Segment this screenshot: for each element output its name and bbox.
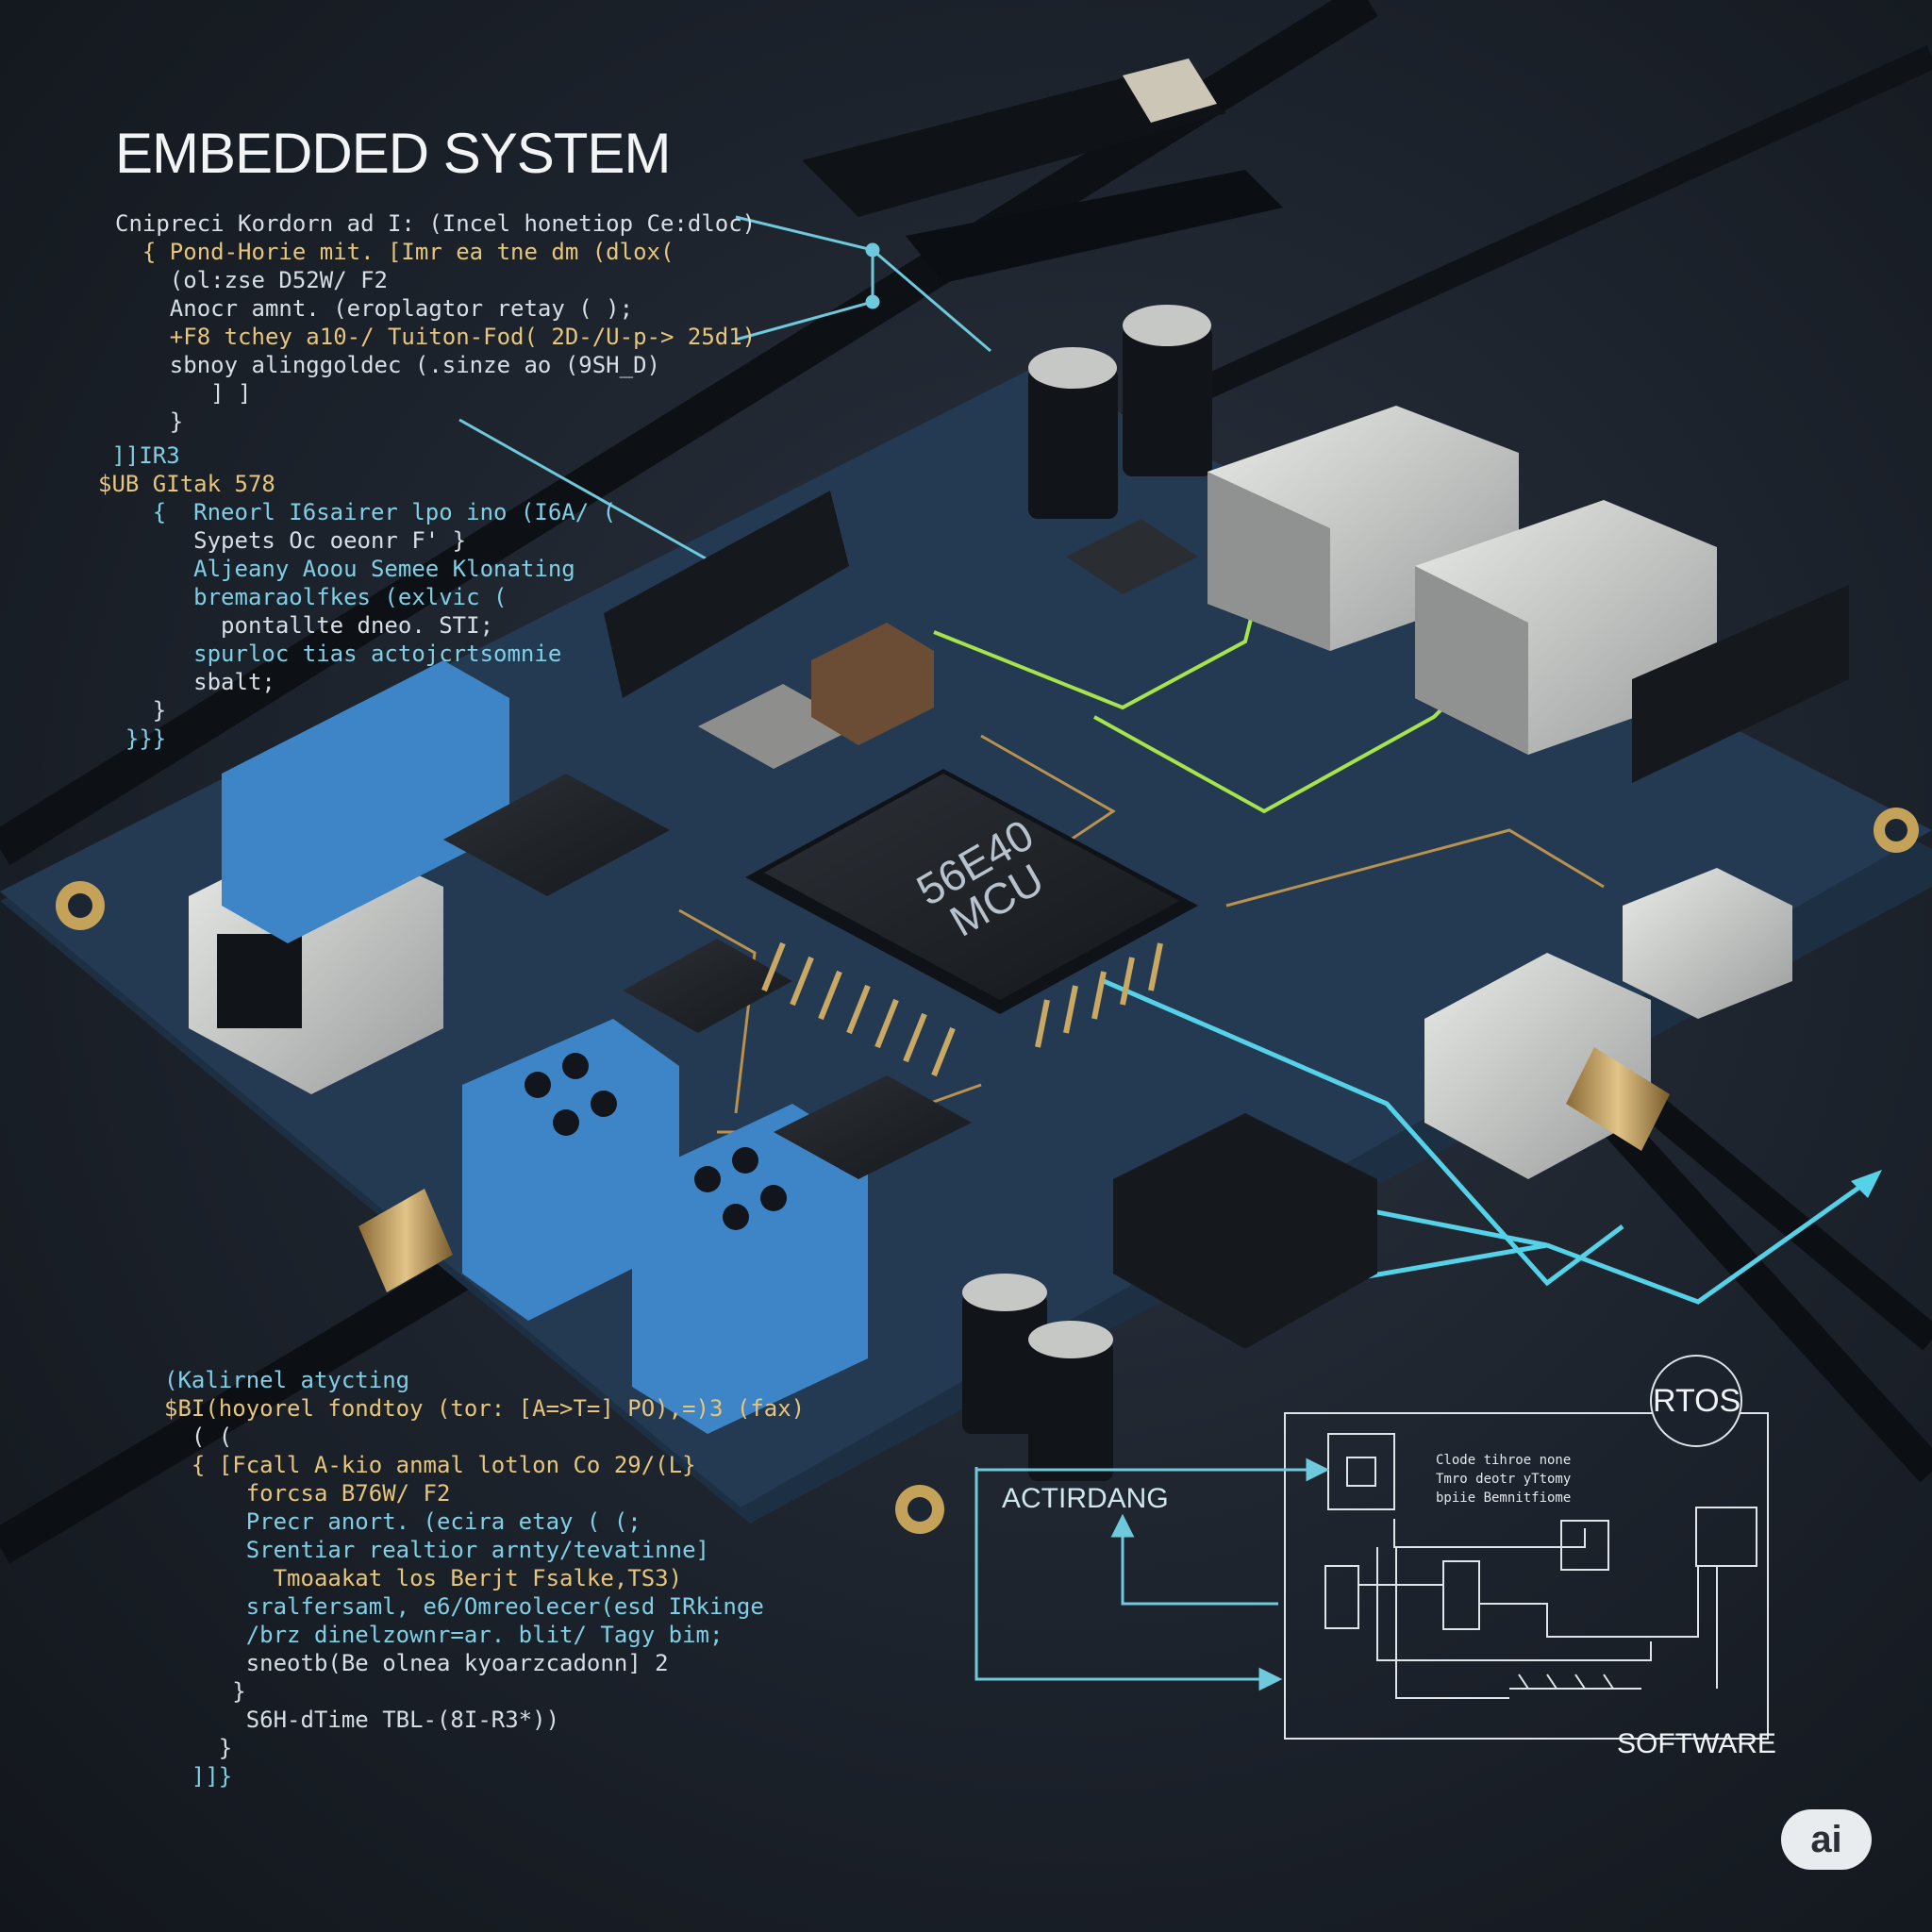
code-line: Aljeany Aoou Semee Klonating bbox=[98, 556, 575, 582]
code-line: $UB GItak 578 bbox=[98, 471, 275, 497]
code-line: S6H-dTime TBL-(8I-R3*)) bbox=[164, 1707, 560, 1733]
code-line: }}} bbox=[98, 725, 167, 752]
code-line: sralfersaml, e6/Omreolecer(esd IRkinge bbox=[164, 1593, 764, 1620]
code-line: Cnipreci Kordorn ad I: (Incel honetiop C… bbox=[115, 210, 757, 237]
code-line: ( ( bbox=[164, 1424, 233, 1450]
code-snippet-bottom: (Kalirnel atycting$BI(hoyorel fondtoy (t… bbox=[164, 1366, 805, 1790]
diagram-note: Clode tihroe none Tmro deotr yTtomy bpii… bbox=[1436, 1453, 1572, 1506]
code-line: sbalt; bbox=[98, 669, 275, 695]
code-line: { [Fcall A-kio anmal lotlon Co 29/(L} bbox=[164, 1452, 696, 1478]
mcu-chip bbox=[745, 769, 1198, 1077]
code-line: Sypets Oc oeonr F' } bbox=[98, 527, 467, 554]
pin-headers bbox=[604, 491, 1849, 783]
code-snippet-top: Cnipreci Kordorn ad I: (Incel honetiop C… bbox=[115, 209, 756, 436]
code-snippet-middle: ]]IR3$UB GItak 578 { Rneorl I6sairer lpo… bbox=[98, 441, 616, 753]
rtos-label: RTOS bbox=[1653, 1383, 1741, 1419]
coax-connectors bbox=[358, 1047, 1670, 1292]
ai-badge: ai bbox=[1781, 1809, 1872, 1870]
code-line: sbnoy alinggoldec (.sinze ao (9SH_D) bbox=[115, 352, 660, 378]
code-line: (Kalirnel atycting bbox=[164, 1367, 410, 1393]
diagram-arrows bbox=[974, 1457, 1330, 1691]
blue-terminal-blocks bbox=[222, 660, 868, 1434]
top-connector bbox=[802, 58, 1283, 283]
pcb-traces bbox=[678, 603, 1882, 1305]
software-label: SOFTWARE bbox=[1617, 1728, 1776, 1759]
code-line: bremaraolfkes (exlvic ( bbox=[98, 584, 508, 610]
code-line: { Pond-Horie mit. [Imr ea tne dm (dlox( bbox=[115, 239, 675, 265]
code-line: $BI(hoyorel fondtoy (tor: [A=>T=] PO),=)… bbox=[164, 1395, 806, 1422]
code-line: /brz dinelzownr=ar. blit/ Tagy bim; bbox=[164, 1622, 724, 1648]
code-line: forcsa B76W/ F2 bbox=[164, 1480, 451, 1507]
code-line: +F8 tchey a10-/ Tuiton-Fod( 2D-/U-p-> 25… bbox=[115, 324, 757, 350]
code-line: Anocr amnt. (eroplagtor retay ( ); bbox=[115, 295, 634, 322]
software-diagram bbox=[1284, 1355, 1769, 1740]
ic-chips bbox=[443, 519, 1377, 1349]
code-line: Precr anort. (ecira etay ( (; bbox=[164, 1508, 641, 1535]
code-line: } bbox=[98, 697, 167, 724]
code-line: } bbox=[164, 1678, 246, 1705]
code-line: spurloc tias actojcrtsomnie bbox=[98, 641, 562, 667]
capacitors bbox=[962, 305, 1212, 1481]
code-line: Tmoaakat los Berjt Fsalke,TS3) bbox=[164, 1565, 683, 1591]
code-line: Srentiar realtior arnty/tevatinne] bbox=[164, 1537, 709, 1563]
actuator-label: ACTIRDANG bbox=[1002, 1483, 1169, 1514]
code-line: (ol:zse D52W/ F2 bbox=[115, 267, 388, 293]
code-line: { Rneorl I6sairer lpo ino (I6A/ ( bbox=[98, 499, 617, 525]
code-line: pontallte dneo. STI; bbox=[98, 612, 494, 639]
code-line: ] ] bbox=[115, 380, 252, 407]
page-title: EMBEDDED SYSTEM bbox=[115, 122, 671, 185]
code-line: ]]IR3 bbox=[98, 442, 180, 469]
code-line: ]]} bbox=[164, 1763, 233, 1790]
mounting-holes bbox=[56, 808, 1919, 1534]
code-line: sneotb(Be olnea kyoarzcadonn] 2 bbox=[164, 1650, 669, 1676]
code-line: } bbox=[164, 1735, 233, 1761]
code-line: } bbox=[115, 408, 184, 435]
